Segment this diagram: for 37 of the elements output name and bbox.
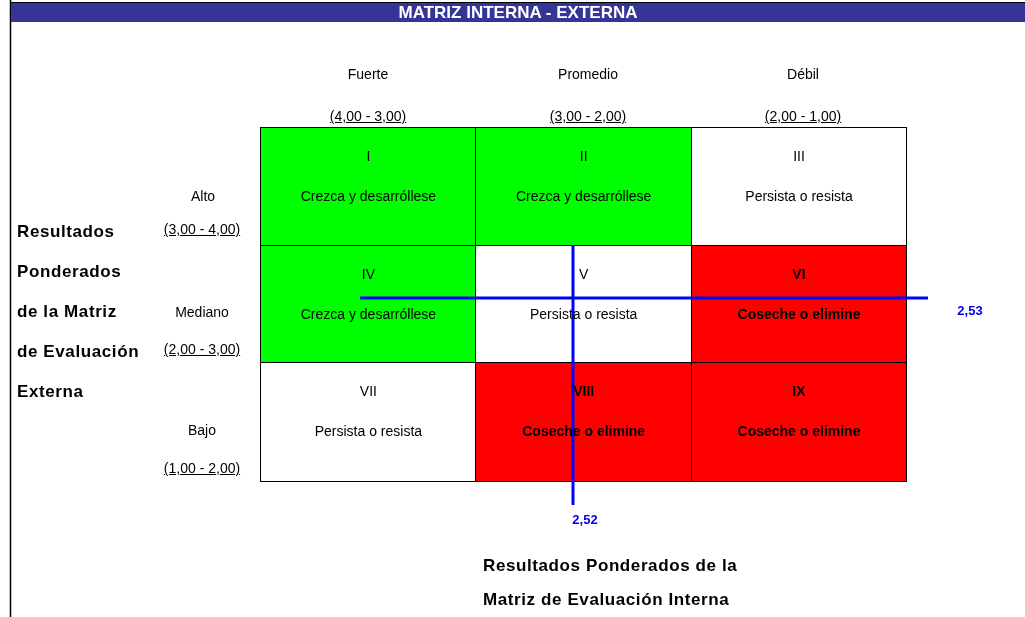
matrix-cell	[475, 362, 693, 482]
axis-heading: Promedio	[558, 66, 618, 82]
axis-heading: Alto	[190, 188, 216, 204]
strategy-text: Persista o resista	[745, 188, 853, 204]
axis-title: Resultados Ponderados de la Matriz de Evaluación Interna	[483, 555, 739, 611]
quadrant-numeral: VI	[792, 265, 806, 282]
quadrant-numeral: IV	[361, 265, 375, 282]
value-label: 2,53	[957, 303, 983, 318]
range-label: (2,00 - 3,00)	[163, 341, 241, 357]
strategy-text: Crezca y desarróllese	[300, 188, 437, 204]
quadrant-numeral: IX	[792, 383, 806, 400]
matrix-cell	[690, 362, 908, 482]
matrix-cell	[475, 127, 693, 247]
value-label: 2,52	[572, 512, 598, 527]
strategy-text: Coseche o elimine	[737, 423, 861, 440]
quadrant-numeral: V	[579, 265, 589, 282]
quadrant-numeral: III	[793, 148, 805, 164]
matrix-cell	[690, 127, 908, 247]
matrix-cell	[260, 362, 477, 482]
strategy-text: Crezca y desarróllese	[516, 188, 652, 204]
strategy-text: Persista o resista	[314, 423, 423, 440]
axis-title: Resultados Ponderados de la Matriz de Evaluación Externa	[17, 221, 141, 403]
strategy-text: Crezca y desarróllese	[300, 305, 437, 322]
title: MATRIZ INTERNA - EXTERNA	[398, 3, 638, 23]
matrix-cell	[260, 244, 477, 364]
quadrant-numeral: VII	[359, 383, 377, 400]
axis-heading: Mediano	[175, 304, 229, 320]
range-label: (3,00 - 4,00)	[163, 221, 241, 237]
range-label: (1,00 - 2,00)	[163, 460, 241, 476]
quadrant-numeral: II	[579, 148, 588, 164]
strategy-text: Coseche o elimine	[737, 305, 861, 322]
matrix-cell	[690, 244, 908, 364]
quadrant-numeral: I	[366, 148, 371, 164]
axis-heading: Fuerte	[347, 66, 389, 82]
axis-heading: Débil	[787, 66, 819, 82]
axis-heading: Bajo	[188, 422, 216, 438]
matrix-cell	[260, 127, 477, 247]
